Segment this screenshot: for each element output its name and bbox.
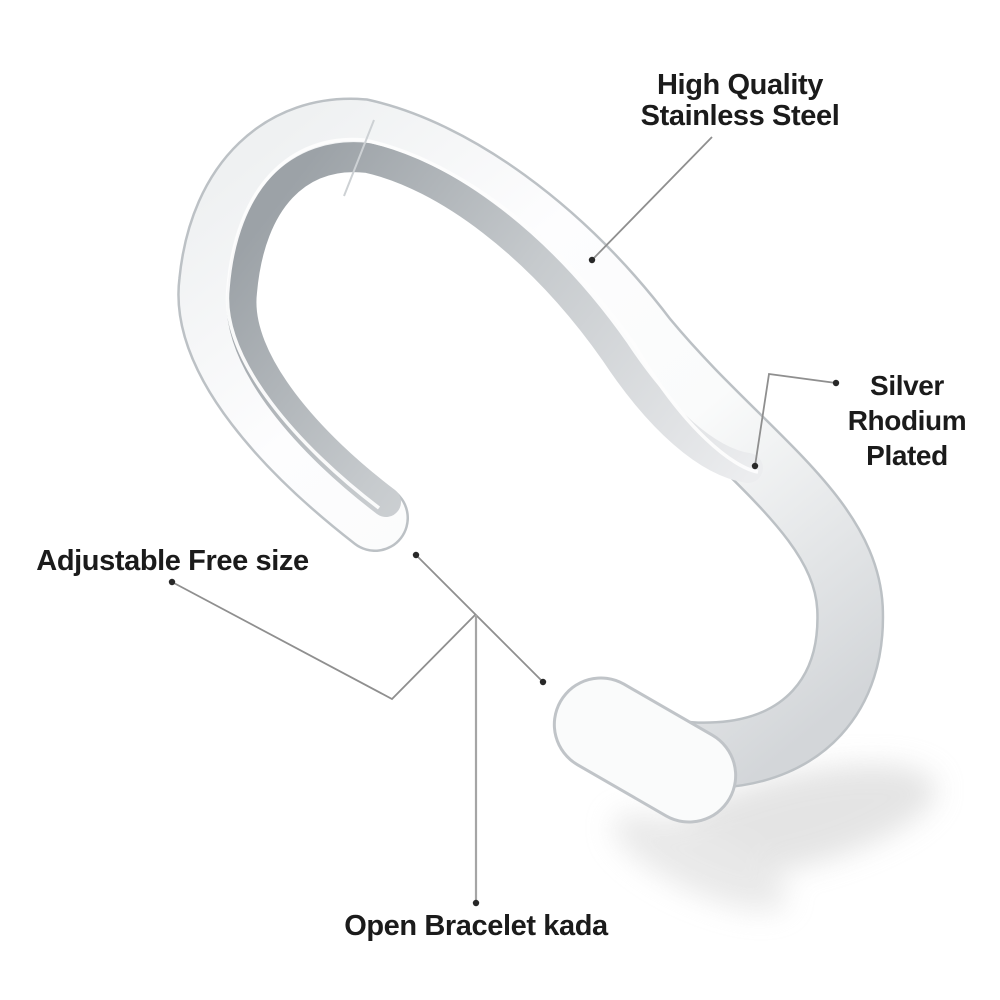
callout-material-line-2: Stainless Steel [640, 100, 840, 132]
callout-material: High Quality Stainless Steel [590, 70, 890, 132]
callout-plating: Silver Rhodium Plated [828, 368, 986, 473]
material-leader-line [591, 136, 713, 261]
callout-size-line-1: Adjustable Free size [36, 545, 309, 577]
cuff-edge-highlight [225, 137, 759, 510]
cuff-inner-wall [226, 142, 763, 517]
callout-style-line-1: Open Bracelet kada [344, 910, 608, 942]
gap-dot-upper [412, 551, 420, 559]
cuff-lower-tip [552, 676, 738, 824]
material-callout-dot [588, 256, 596, 264]
gap-line [415, 554, 544, 683]
drop-shadow [612, 764, 936, 911]
size-leader-line [171, 581, 476, 701]
cuff-band-face [179, 100, 882, 787]
size-callout-dot [168, 578, 176, 586]
style-callout-dot [472, 899, 480, 907]
cuff-reflection-seam [343, 119, 375, 197]
callout-size: Adjustable Free size [25, 546, 320, 577]
gap-dot-lower [539, 678, 547, 686]
callout-plating-line-2: Rhodium [847, 405, 967, 436]
callout-style: Open Bracelet kada [320, 911, 632, 942]
plating-callout-dot-text [832, 379, 840, 387]
callout-material-line-1: High Quality [657, 69, 823, 101]
plating-leader-line [754, 372, 837, 467]
plating-callout-dot-band [751, 462, 759, 470]
callout-plating-line-3: Plated [866, 440, 948, 471]
callout-plating-line-1: Silver [870, 370, 944, 401]
